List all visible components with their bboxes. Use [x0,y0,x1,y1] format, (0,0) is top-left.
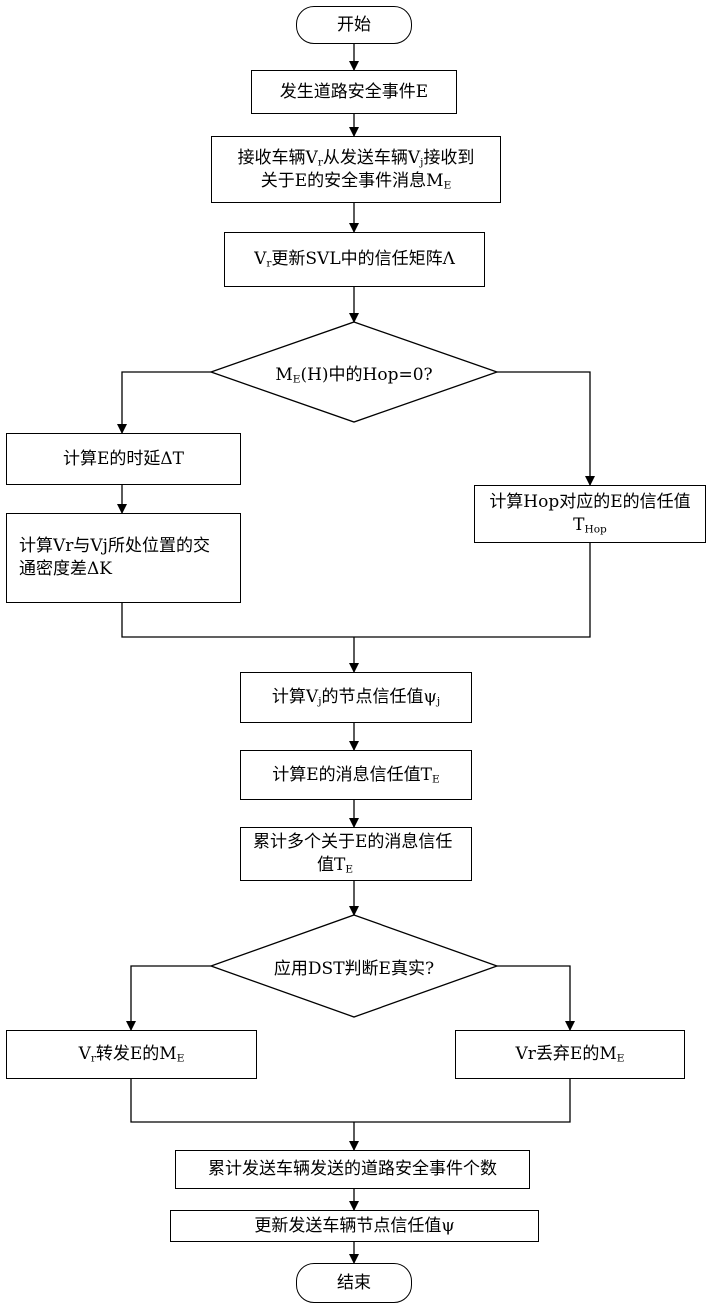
forward-label: Vr转发E的ME [79,1043,185,1066]
calc-hop-trust-line-2: THop [489,514,690,537]
calc-msg-trust-label: 计算E的消息信任值TE [272,764,439,787]
calc-msg-trust-box: 计算E的消息信任值TE [240,750,472,800]
calc-node-trust-label: 计算Vj的节点信任值ψj [272,686,440,709]
arrow-dst-yes [131,966,211,1030]
accumulate-trust-line-1: 累计多个关于E的消息信任 [253,831,452,854]
start-terminal: 开始 [296,6,412,44]
calc-density-box: 计算Vr与Vj所处位置的交 通密度差ΔK [6,513,241,603]
update-node-trust-label: 更新发送车辆节点信任值ψ [254,1215,454,1238]
receive-message-box: 接收车辆Vr从发送车辆Vj接收到 关于E的安全事件消息ME [211,136,501,203]
calc-delay-box: 计算E的时延ΔT [6,433,241,485]
decision-hop-label: ME(H)中的Hop=0? [231,352,477,392]
accumulate-trust-line-2: 值TE [253,854,452,877]
discard-label: Vr丢弃E的ME [516,1043,625,1066]
discard-box: Vr丢弃E的ME [455,1030,685,1079]
update-node-trust-box: 更新发送车辆节点信任值ψ [170,1210,539,1242]
calc-hop-trust-box: 计算Hop对应的E的信任值 THop [474,485,706,543]
accumulate-trust-box: 累计多个关于E的消息信任 值TE [240,827,472,881]
arrow-dst-no [497,966,570,1030]
event-box: 发生道路安全事件E [251,70,457,114]
update-trust-matrix-label: Vr更新SVL中的信任矩阵Λ [254,248,455,271]
decision-dst-label: 应用DST判断E真实? [231,946,477,986]
connector-merge-dst [131,1079,570,1122]
update-trust-matrix-box: Vr更新SVL中的信任矩阵Λ [224,232,485,287]
arrow-hop-decision-no [497,372,590,485]
start-label: 开始 [337,14,371,37]
receive-line-2: 关于E的安全事件消息ME [238,170,475,193]
count-events-box: 累计发送车辆发送的道路安全事件个数 [175,1150,530,1189]
receive-line-1: 接收车辆Vr从发送车辆Vj接收到 [238,147,475,170]
arrow-hop-decision-yes [122,372,211,433]
forward-box: Vr转发E的ME [6,1030,257,1079]
event-label: 发生道路安全事件E [280,81,428,104]
calc-delay-label: 计算E的时延ΔT [63,448,184,471]
calc-node-trust-box: 计算Vj的节点信任值ψj [240,672,472,723]
calc-density-line-1: 计算Vr与Vj所处位置的交 [19,535,210,558]
calc-hop-trust-line-1: 计算Hop对应的E的信任值 [489,491,690,514]
count-events-label: 累计发送车辆发送的道路安全事件个数 [208,1158,497,1181]
end-terminal: 结束 [296,1263,412,1303]
calc-density-line-2: 通密度差ΔK [19,558,210,581]
end-label: 结束 [337,1272,371,1295]
